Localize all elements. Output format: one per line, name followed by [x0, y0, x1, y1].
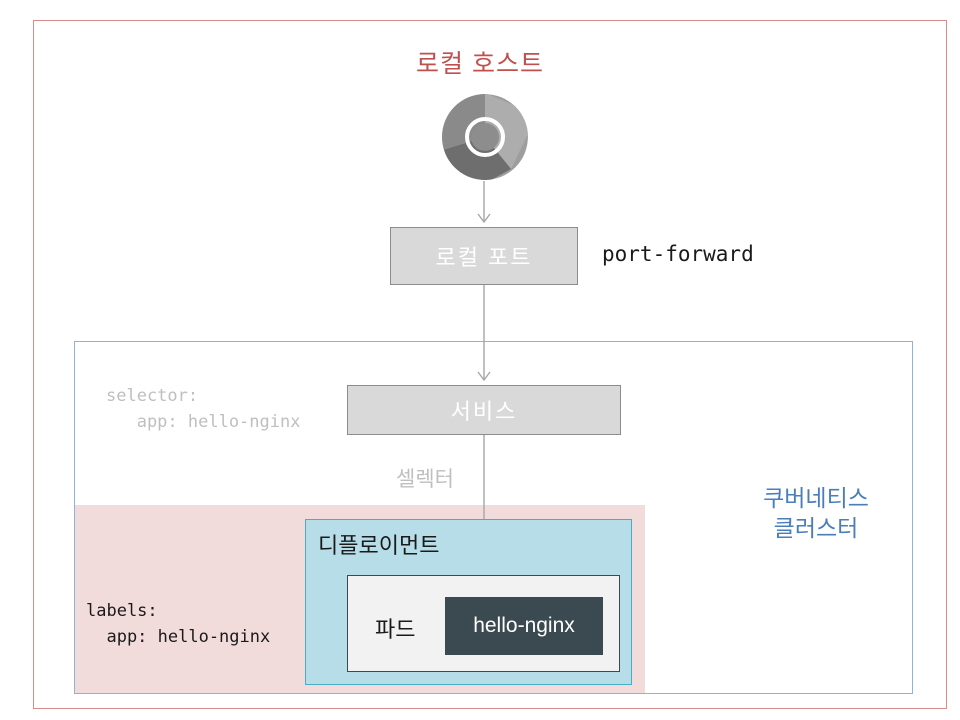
local-port-box[interactable]: 로컬 포트	[390, 227, 578, 285]
kubernetes-cluster-box	[74, 341, 913, 694]
selector-caption: 셀렉터	[396, 468, 454, 491]
page-title: 로컬 호스트	[416, 50, 544, 78]
cluster-label-line1: 쿠버네티스	[763, 485, 869, 511]
container-box[interactable]: hello-nginx	[445, 597, 603, 655]
service-box[interactable]: 서비스	[347, 385, 621, 435]
selector-code-text: selector: app: hello-nginx	[106, 386, 301, 432]
labels-code-text: labels: app: hello-nginx	[86, 601, 271, 647]
kubernetes-cluster-label: 쿠버네티스 클러스터	[718, 483, 914, 543]
cluster-label-line2: 클러스터	[773, 515, 859, 541]
pod-label: 파드	[375, 617, 416, 642]
deployment-label: 디플로이먼트	[318, 533, 440, 558]
chromium-browser-icon	[441, 93, 529, 181]
local-host-frame	[33, 20, 947, 709]
port-forward-caption: port-forward	[602, 242, 754, 266]
